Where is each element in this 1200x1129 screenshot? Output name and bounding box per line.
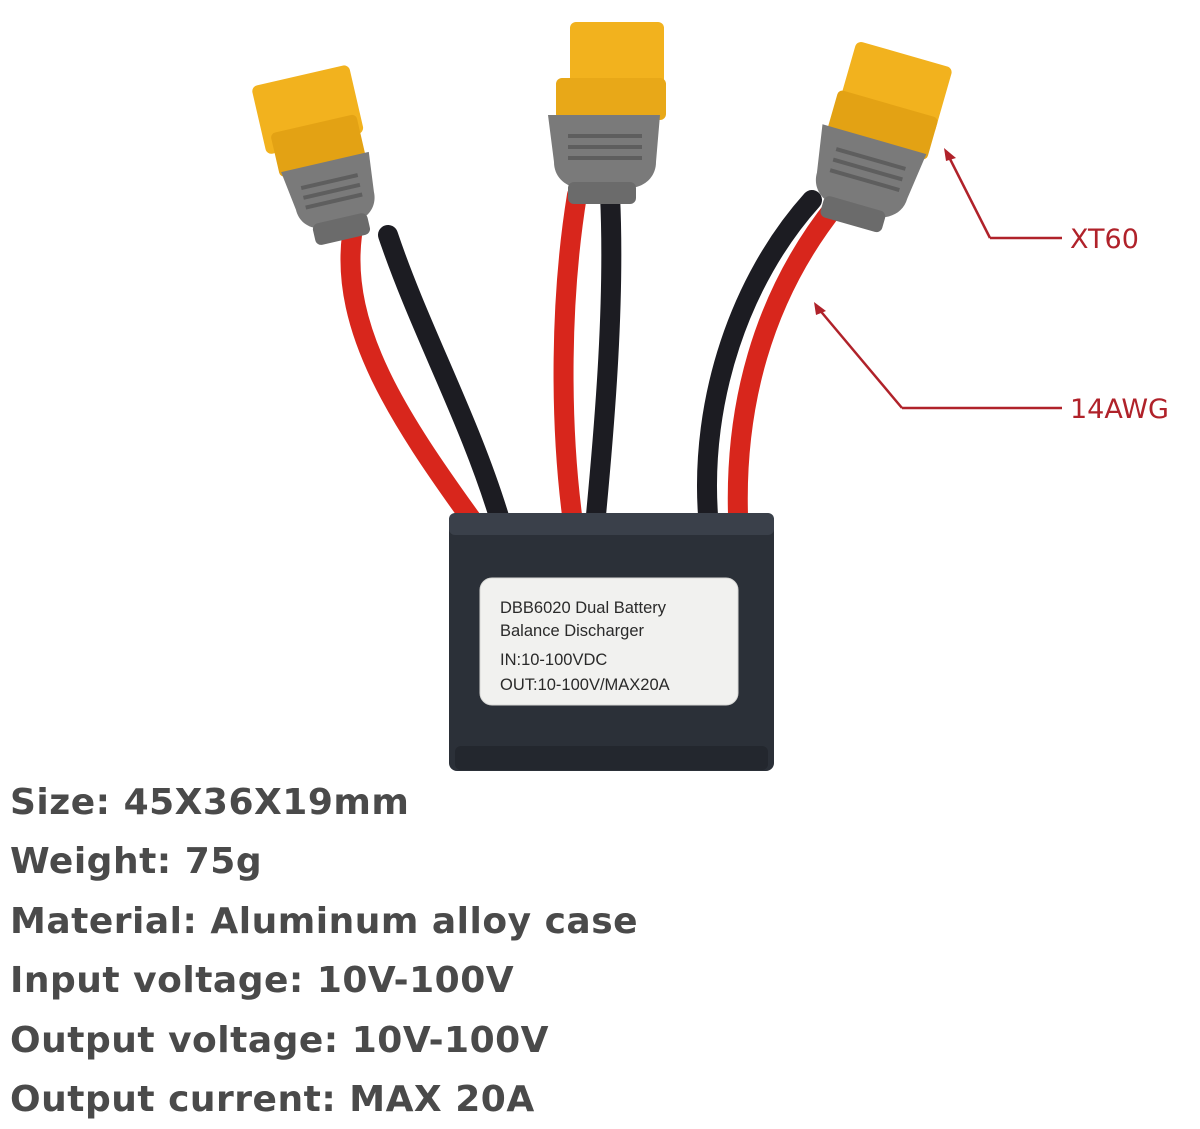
sticker-line-4: OUT:10-100V/MAX20A [500,676,670,694]
product-sticker [479,577,739,706]
callout-xt60: XT60 [944,148,1139,255]
label-xt60: XT60 [1070,224,1139,255]
discharger-case: DBB6020 Dual Battery Balance Discharger … [449,513,774,771]
wire-middle-black [586,185,622,525]
callout-14awg: 14AWG [814,302,1169,425]
spec-output-current: Output current: MAX 20A [10,1079,535,1121]
spec-material: Material: Aluminum alloy case [10,900,639,942]
spec-weight: Weight: 75g [10,841,263,883]
wire-right-black [697,190,822,525]
spec-output-voltage: Output voltage: 10V-100V [10,1019,550,1061]
label-14awg: 14AWG [1070,394,1169,425]
wire-right-red [727,195,846,525]
spec-input-voltage: Input voltage: 10V-100V [10,960,515,1002]
arrow-head-icon [814,302,826,315]
xt60-connector-right [815,41,952,233]
product-photo: DBB6020 Dual Battery Balance Discharger … [252,22,1169,771]
sticker-line-2: Balance Discharger [500,622,644,640]
sticker-line-1: DBB6020 Dual Battery [500,599,667,617]
specifications-list: Size: 45X36X19mm Weight: 75g Material: A… [10,773,638,1129]
wire-middle-red [553,185,587,525]
xt60-connector-left [252,65,375,245]
wire-left-red [340,225,482,530]
spec-size: Size: 45X36X19mm [10,782,410,823]
wire-left-black [378,225,510,530]
wires [340,185,846,530]
sticker-line-3: IN:10-100VDC [500,651,607,669]
xt60-connector-middle [548,22,666,204]
arrow-head-icon [944,148,956,161]
